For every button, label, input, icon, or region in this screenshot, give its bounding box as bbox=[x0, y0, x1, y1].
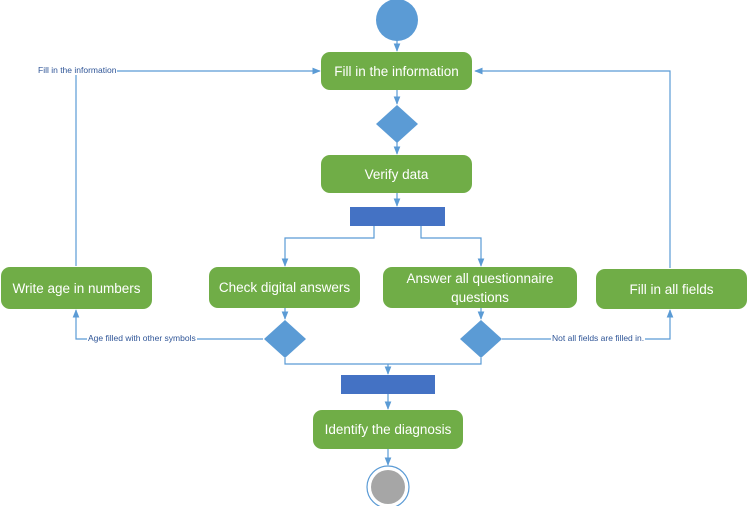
join-bar-bottom bbox=[341, 375, 435, 394]
action-fill-information: Fill in the information bbox=[321, 52, 472, 90]
final-node bbox=[371, 470, 405, 504]
edge-label-not-all-fields: Not all fields are filled in. bbox=[551, 333, 646, 343]
edge-decision-to-write-age bbox=[72, 309, 263, 340]
action-identify-diagnosis: Identify the diagnosis bbox=[313, 410, 463, 449]
action-fill-all-fields: Fill in all fields bbox=[596, 269, 747, 309]
decision-diamond-right bbox=[460, 320, 502, 358]
fork-bar-top bbox=[350, 207, 445, 226]
edge-fork-to-check bbox=[281, 226, 375, 267]
action-write-age: Write age in numbers bbox=[1, 267, 152, 309]
edge-label-fill-information: Fill in the information bbox=[37, 65, 118, 75]
decision-diamond-left bbox=[264, 320, 306, 358]
edge-fill-fields-to-fill bbox=[474, 67, 671, 268]
action-verify-data: Verify data bbox=[321, 155, 472, 193]
edge-join-merge bbox=[284, 358, 482, 365]
action-check-digital-answers: Check digital answers bbox=[209, 267, 360, 308]
edge-fork-to-answer bbox=[420, 226, 485, 267]
initial-node bbox=[376, 0, 418, 41]
edge-write-age-to-fill bbox=[75, 67, 321, 266]
decision-diamond-top bbox=[376, 105, 418, 143]
action-answer-all-questions: Answer all questionnaire questions bbox=[383, 267, 577, 308]
edge-label-age-other-symbols: Age filled with other symbols bbox=[87, 333, 197, 343]
